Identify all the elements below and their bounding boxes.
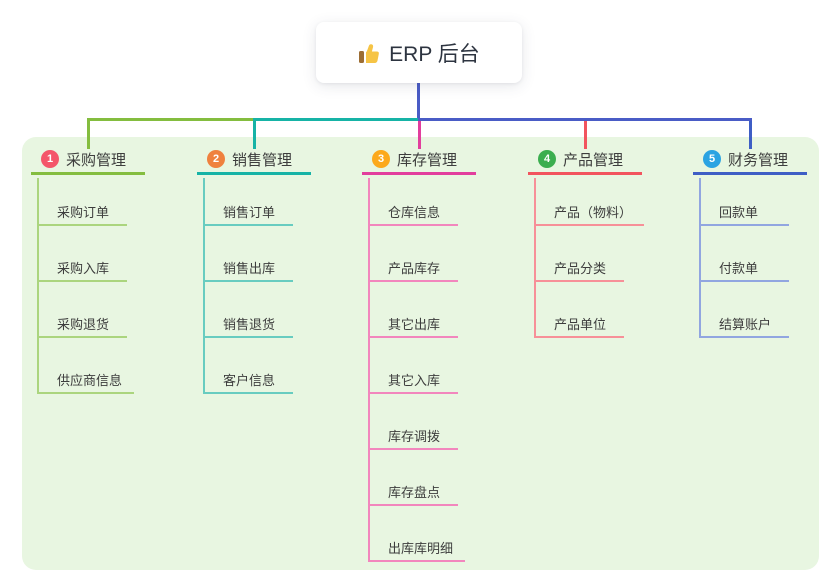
branch-node-4[interactable]: 4 产品管理 <box>528 146 642 175</box>
thumb-hand <box>366 43 380 63</box>
child-node[interactable]: 产品库存 <box>370 226 458 282</box>
branch-label: 财务管理 <box>728 151 789 169</box>
child-node[interactable]: 其它出库 <box>370 282 458 338</box>
branch-node-1[interactable]: 1 采购管理 <box>31 146 145 175</box>
child-node[interactable]: 仓库信息 <box>370 178 458 226</box>
branch-label: 库存管理 <box>397 151 458 169</box>
branch-node-2[interactable]: 2 销售管理 <box>197 146 311 175</box>
branch-number-badge: 2 <box>207 150 225 168</box>
branch-drop-line <box>418 121 421 149</box>
child-node[interactable]: 采购退货 <box>39 282 127 338</box>
branch-label: 销售管理 <box>232 151 293 169</box>
child-node[interactable]: 采购入库 <box>39 226 127 282</box>
child-node[interactable]: 采购订单 <box>39 178 127 226</box>
branch-number-badge: 1 <box>41 150 59 168</box>
bus-line <box>87 118 253 121</box>
branch-drop-line <box>253 121 256 149</box>
branch-children: 采购订单采购入库采购退货供应商信息 <box>37 178 135 394</box>
branch-node-3[interactable]: 3 库存管理 <box>362 146 476 175</box>
child-node[interactable]: 付款单 <box>701 226 789 282</box>
branch-number-badge: 3 <box>372 150 390 168</box>
root-label: ERP 后台 <box>389 42 480 66</box>
bus-line <box>253 118 418 121</box>
child-node[interactable]: 产品分类 <box>536 226 624 282</box>
child-node[interactable]: 库存调拨 <box>370 394 458 450</box>
child-node[interactable]: 产品（物料） <box>536 178 645 226</box>
branch-number-badge: 5 <box>703 150 721 168</box>
child-node[interactable]: 销售订单 <box>205 178 293 226</box>
child-node[interactable]: 其它入库 <box>370 338 458 394</box>
branch-label: 产品管理 <box>563 151 624 169</box>
branch-node-5[interactable]: 5 财务管理 <box>693 146 807 175</box>
child-node[interactable]: 销售退货 <box>205 282 293 338</box>
thumbs-up-icon <box>359 43 380 63</box>
thumb-cuff <box>359 50 365 63</box>
child-node[interactable]: 供应商信息 <box>39 338 135 394</box>
branches-panel <box>22 137 819 570</box>
child-node[interactable]: 产品单位 <box>536 282 624 338</box>
branch-children: 产品（物料）产品分类产品单位 <box>534 178 645 338</box>
child-node[interactable]: 回款单 <box>701 178 789 226</box>
root-node[interactable]: ERP 后台 <box>316 22 522 83</box>
child-node[interactable]: 客户信息 <box>205 338 293 394</box>
branch-children: 仓库信息产品库存其它出库其它入库库存调拨库存盘点出库库明细 <box>368 178 466 562</box>
branch-number-badge: 4 <box>538 150 556 168</box>
branch-children: 销售订单销售出库销售退货客户信息 <box>203 178 293 394</box>
branch-drop-line <box>749 121 752 149</box>
root-trunk-line <box>417 83 420 121</box>
child-node[interactable]: 结算账户 <box>701 282 789 338</box>
bus-line <box>418 118 752 121</box>
branch-drop-line <box>584 121 587 149</box>
child-node[interactable]: 销售出库 <box>205 226 293 282</box>
branch-children: 回款单付款单结算账户 <box>699 178 789 338</box>
branch-drop-line <box>87 121 90 149</box>
child-node[interactable]: 库存盘点 <box>370 450 458 506</box>
child-node[interactable]: 出库库明细 <box>370 506 466 562</box>
branch-label: 采购管理 <box>66 151 127 169</box>
